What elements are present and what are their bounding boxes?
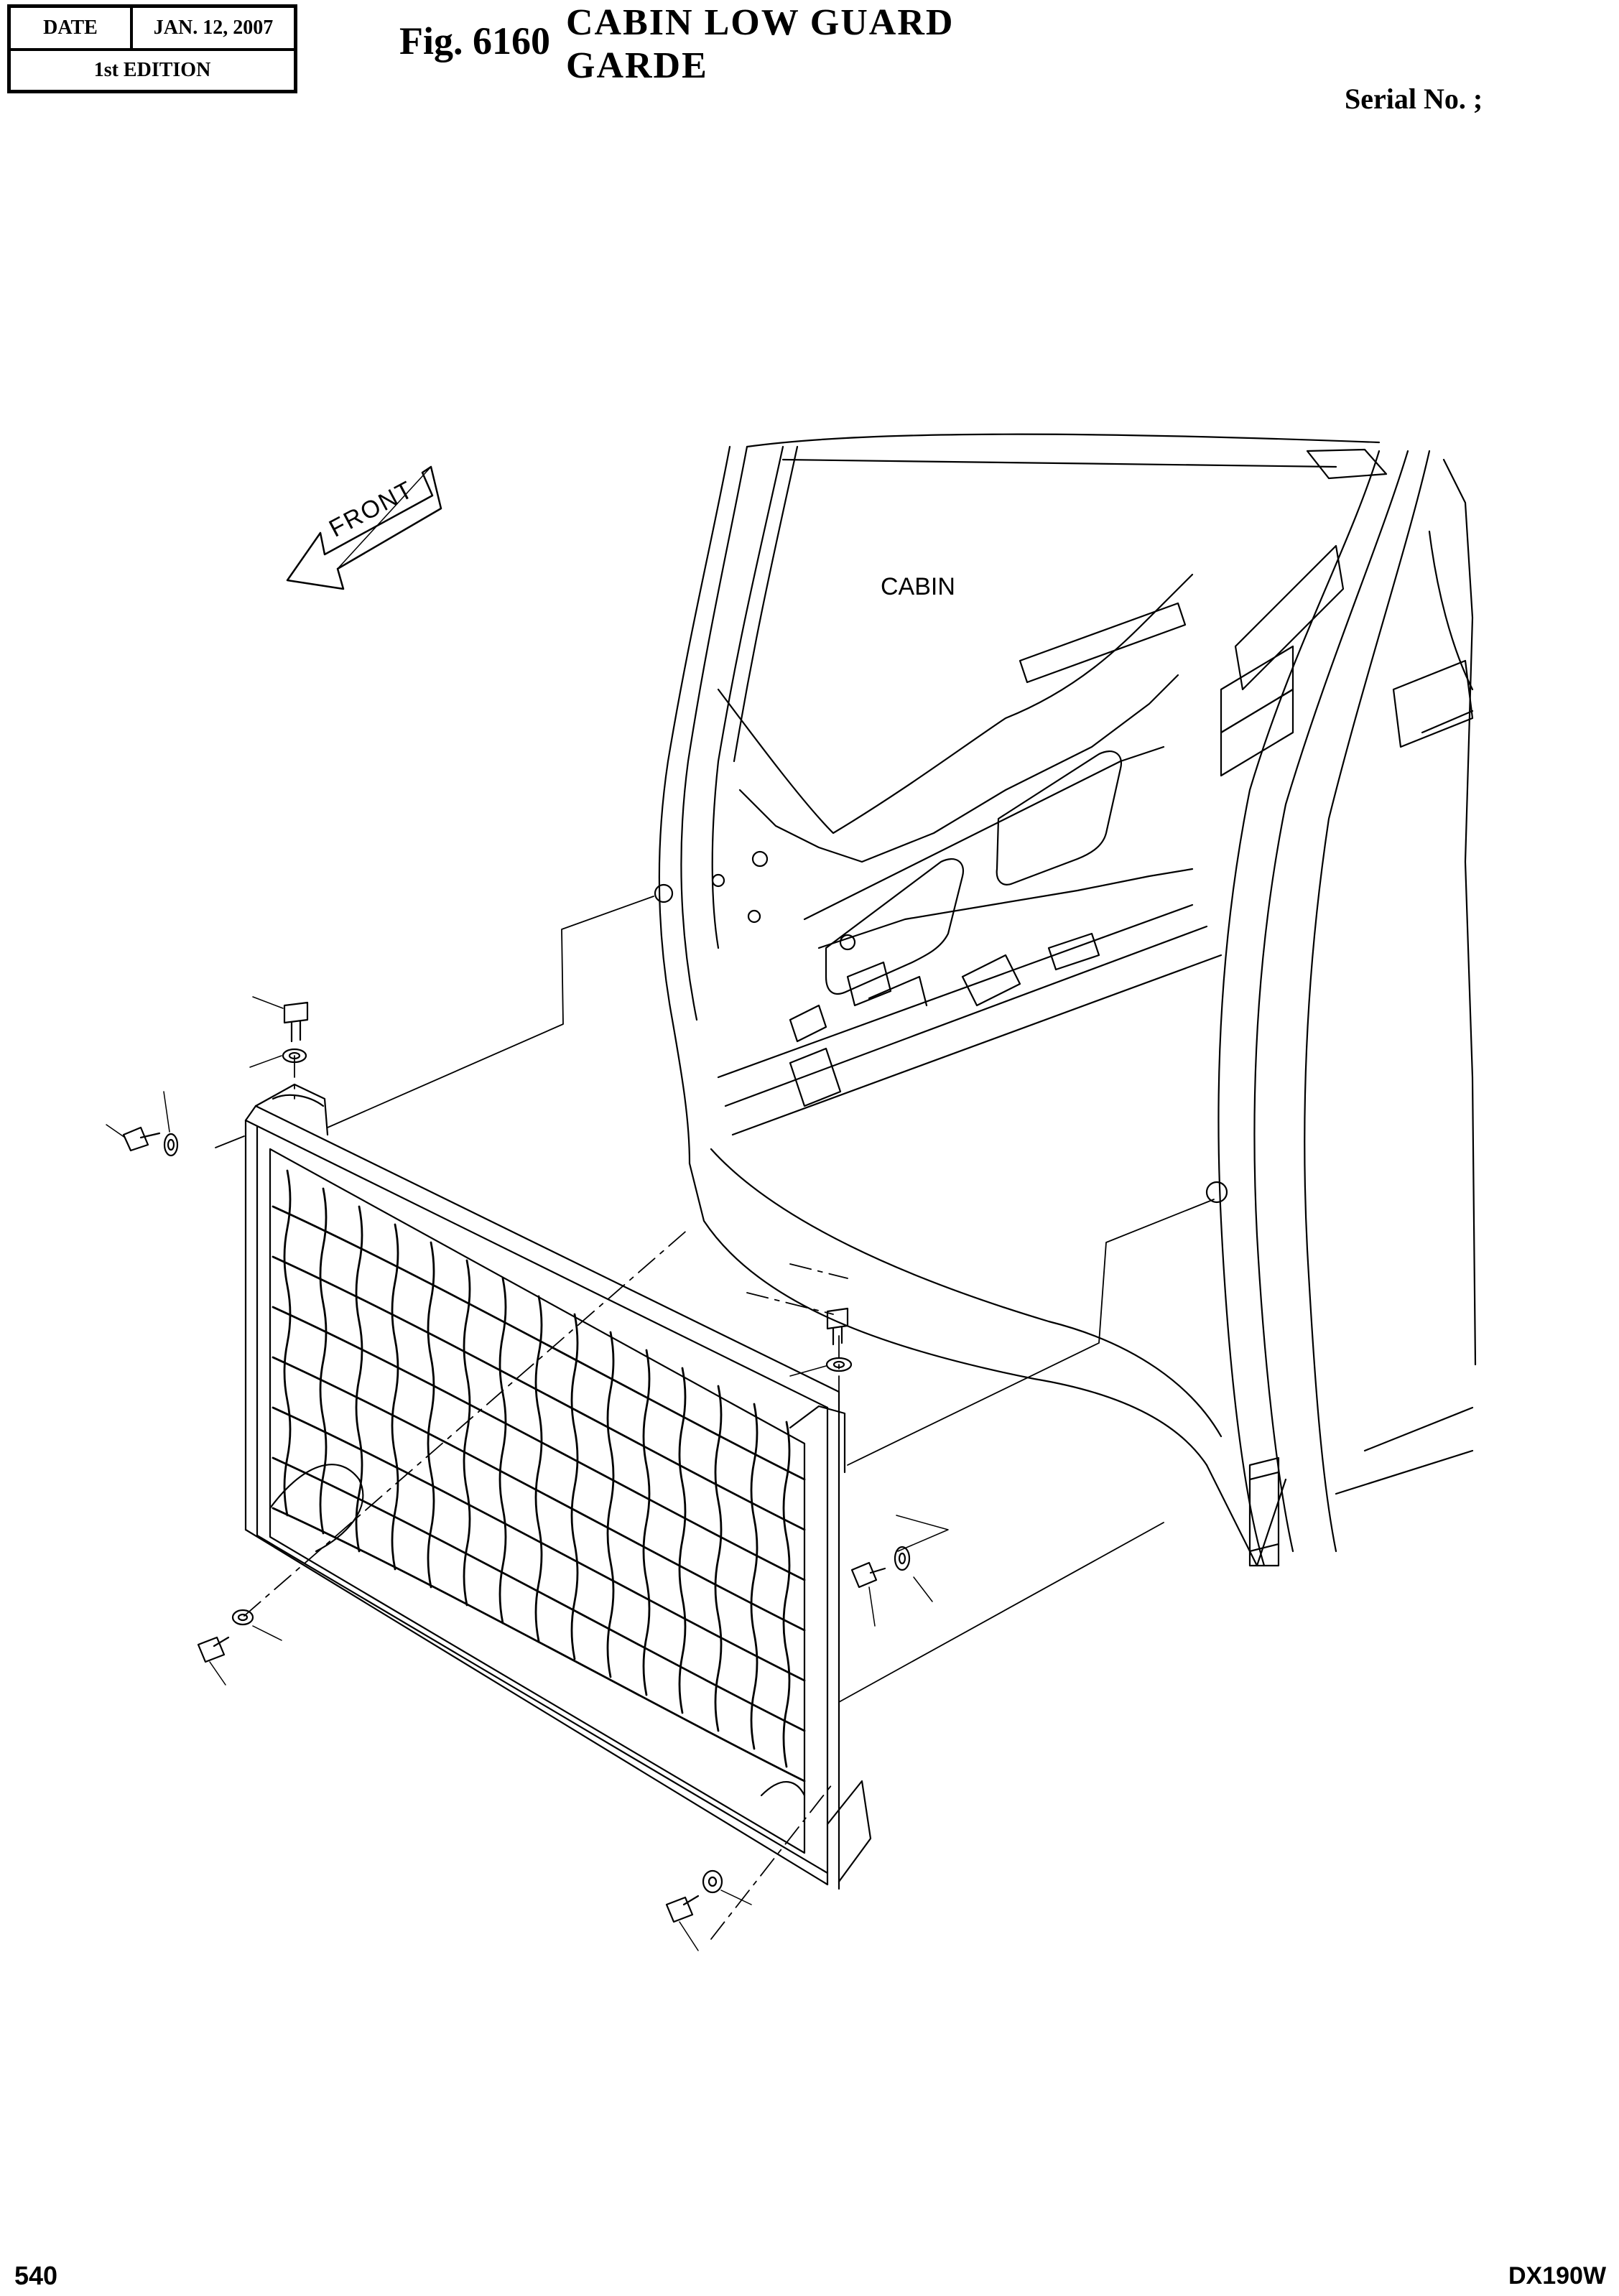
edition-label: 1st EDITION bbox=[93, 59, 211, 81]
date-label: DATE bbox=[11, 8, 133, 51]
low-guard-assembly bbox=[244, 1083, 872, 1890]
model-code: DX190W bbox=[1508, 2262, 1607, 2290]
figure-number: Fig. 6160 bbox=[399, 19, 550, 62]
page-number: 540 bbox=[14, 2261, 58, 2290]
front-arrow-icon bbox=[286, 465, 442, 590]
date-edition-box: DATE JAN. 12, 2007 1st EDITION bbox=[7, 4, 297, 93]
assembly-centerlines bbox=[243, 1055, 848, 1940]
cabin-label: CABIN bbox=[881, 573, 955, 600]
cabin-frame bbox=[654, 433, 1477, 1567]
date-value: JAN. 12, 2007 bbox=[133, 8, 294, 51]
serial-number-label: Serial No. ; bbox=[1345, 83, 1483, 115]
bolt-washer-set bbox=[106, 996, 949, 1951]
page-title-line2: GARDE bbox=[566, 45, 708, 86]
page-title-line1: CABIN LOW GUARD bbox=[566, 2, 955, 43]
leader-lines bbox=[215, 896, 1215, 1703]
